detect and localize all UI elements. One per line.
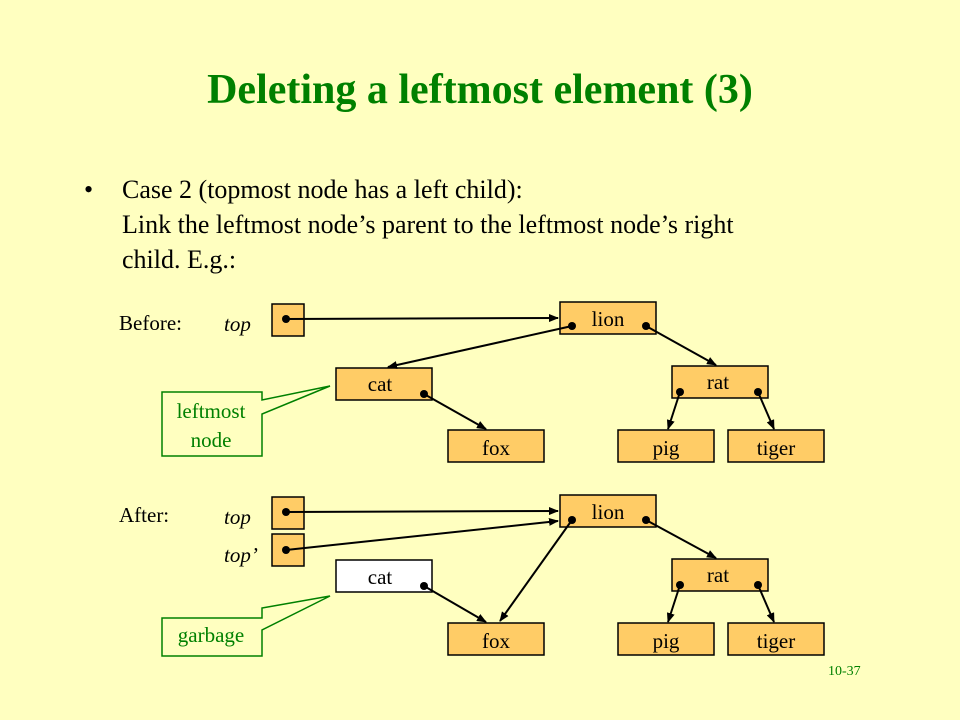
garbage-callout-text: garbage bbox=[178, 623, 244, 647]
bullet-marker: • bbox=[84, 175, 94, 204]
after-node-fox: fox bbox=[447, 622, 545, 656]
after-node-tiger-label: tiger bbox=[757, 629, 795, 653]
before-node-tiger: tiger bbox=[727, 429, 825, 463]
after-arrow-lion-rat bbox=[645, 519, 717, 559]
after-top-prime-pointer-box bbox=[271, 533, 305, 567]
after-node-pig: pig bbox=[617, 622, 715, 656]
after-node-cat-label: cat bbox=[368, 565, 393, 589]
bullet-line-1: Case 2 (topmost node has a left child): bbox=[122, 175, 523, 204]
after-node-lion-label: lion bbox=[592, 500, 625, 524]
after-callout-garbage: garbage bbox=[161, 595, 331, 657]
bullet-line-3: child. E.g.: bbox=[122, 245, 237, 274]
before-node-fox-label: fox bbox=[482, 436, 510, 460]
callout-text-line-2: node bbox=[191, 428, 232, 452]
after-node-rat: rat bbox=[671, 558, 769, 592]
before-arrow-rat-pig bbox=[666, 391, 681, 430]
before-node-cat-label: cat bbox=[368, 372, 393, 396]
before-node-fox: fox bbox=[447, 429, 545, 463]
after-arrow-lion-fox bbox=[499, 519, 573, 622]
after-top-label: top bbox=[224, 505, 251, 529]
after-diagram: After: top top’ lion cat bbox=[119, 494, 825, 657]
after-arrow-rat-pig bbox=[666, 584, 681, 623]
after-node-cat-garbage: cat bbox=[335, 559, 433, 593]
after-node-pig-label: pig bbox=[653, 629, 680, 653]
before-top-label: top bbox=[224, 312, 251, 336]
after-label: After: bbox=[119, 503, 169, 527]
before-arrow-lion-rat bbox=[645, 325, 717, 366]
before-arrow-lion-cat bbox=[387, 325, 573, 369]
callout-text-line-1: leftmost bbox=[177, 399, 246, 423]
before-arrow-top-lion bbox=[285, 314, 559, 323]
before-callout-leftmost-node: leftmost node bbox=[161, 385, 331, 457]
before-node-lion-label: lion bbox=[592, 307, 625, 331]
before-node-pig-label: pig bbox=[653, 436, 680, 460]
after-node-rat-label: rat bbox=[707, 563, 729, 587]
after-node-tiger: tiger bbox=[727, 622, 825, 656]
before-node-tiger-label: tiger bbox=[757, 436, 795, 460]
after-arrow-cat-fox bbox=[423, 585, 487, 623]
bullet-text: Case 2 (topmost node has a left child): … bbox=[122, 172, 882, 277]
bullet-line-2: Link the leftmost node’s parent to the l… bbox=[122, 210, 734, 239]
before-node-cat: cat bbox=[335, 367, 433, 401]
after-arrow-top-lion bbox=[285, 507, 559, 516]
before-arrow-rat-tiger bbox=[757, 391, 775, 430]
before-node-rat: rat bbox=[671, 365, 769, 399]
before-arrow-cat-fox bbox=[423, 393, 487, 430]
after-node-fox-label: fox bbox=[482, 629, 510, 653]
slide-number: 10-37 bbox=[828, 664, 861, 679]
before-node-pig: pig bbox=[617, 429, 715, 463]
slide-title: Deleting a leftmost element (3) bbox=[207, 67, 753, 113]
before-diagram: Before: top lion cat rat bbox=[119, 301, 825, 463]
after-top-prime-label: top’ bbox=[224, 543, 258, 567]
before-node-rat-label: rat bbox=[707, 370, 729, 394]
after-arrow-rat-tiger bbox=[757, 584, 775, 623]
after-node-lion: lion bbox=[559, 494, 657, 528]
before-label: Before: bbox=[119, 311, 182, 335]
after-arrow-top-prime-lion bbox=[285, 517, 559, 551]
before-node-lion: lion bbox=[559, 301, 657, 335]
